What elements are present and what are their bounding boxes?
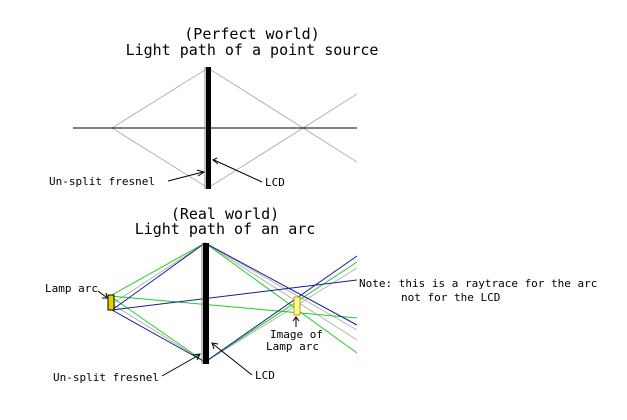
top-fresnel-lens bbox=[206, 67, 211, 189]
top-title-line2: Light path of a point source bbox=[126, 41, 379, 59]
bottom-fresnel-arrowhead bbox=[192, 353, 201, 361]
lamp-arc-pointer bbox=[97, 290, 107, 298]
bottom-lcd-pointer bbox=[212, 343, 253, 376]
bottom-lcd-label: LCD bbox=[255, 369, 275, 382]
bottom-title-line2: Light path of an arc bbox=[135, 220, 316, 238]
point-source-rays bbox=[111, 67, 358, 189]
image-label-line1: Image of bbox=[270, 328, 323, 341]
top-fresnel-pointer bbox=[167, 171, 204, 182]
top-fresnel-arrowhead bbox=[196, 169, 206, 177]
note-line2: not for the LCD bbox=[401, 291, 500, 304]
arc-rays-blue bbox=[111, 242, 358, 363]
lamp-arc-label: Lamp arc bbox=[45, 282, 98, 295]
lamp-arc bbox=[107, 294, 115, 311]
image-label-line2: Lamp arc bbox=[266, 340, 319, 353]
bottom-fresnel-pointer bbox=[161, 354, 200, 377]
lamp-arc-image bbox=[293, 296, 301, 316]
top-fresnel-label: Un-split fresnel bbox=[49, 175, 155, 188]
lamp-arc-arrowhead bbox=[102, 292, 108, 299]
bottom-fresnel-lens bbox=[203, 243, 209, 364]
bottom-fresnel-label: Un-split fresnel bbox=[53, 371, 159, 384]
note-line1: Note: this is a raytrace for the arc bbox=[359, 277, 597, 290]
arc-rays-green bbox=[109, 242, 358, 363]
bottom-diagram: (Real world) Light path of an arc bbox=[45, 205, 597, 384]
top-lcd-label: LCD bbox=[265, 176, 285, 189]
top-lcd-pointer bbox=[213, 159, 263, 183]
top-title-line1: (Perfect world) bbox=[184, 25, 319, 43]
top-lcd-arrowhead bbox=[212, 157, 219, 165]
arc-rays-gray bbox=[111, 242, 358, 363]
top-diagram: (Perfect world) Light path of a point so… bbox=[49, 25, 378, 189]
bottom-title-line1: (Real world) bbox=[171, 205, 279, 223]
image-arrowhead bbox=[292, 316, 300, 322]
bottom-lcd-arrowhead bbox=[211, 342, 219, 350]
